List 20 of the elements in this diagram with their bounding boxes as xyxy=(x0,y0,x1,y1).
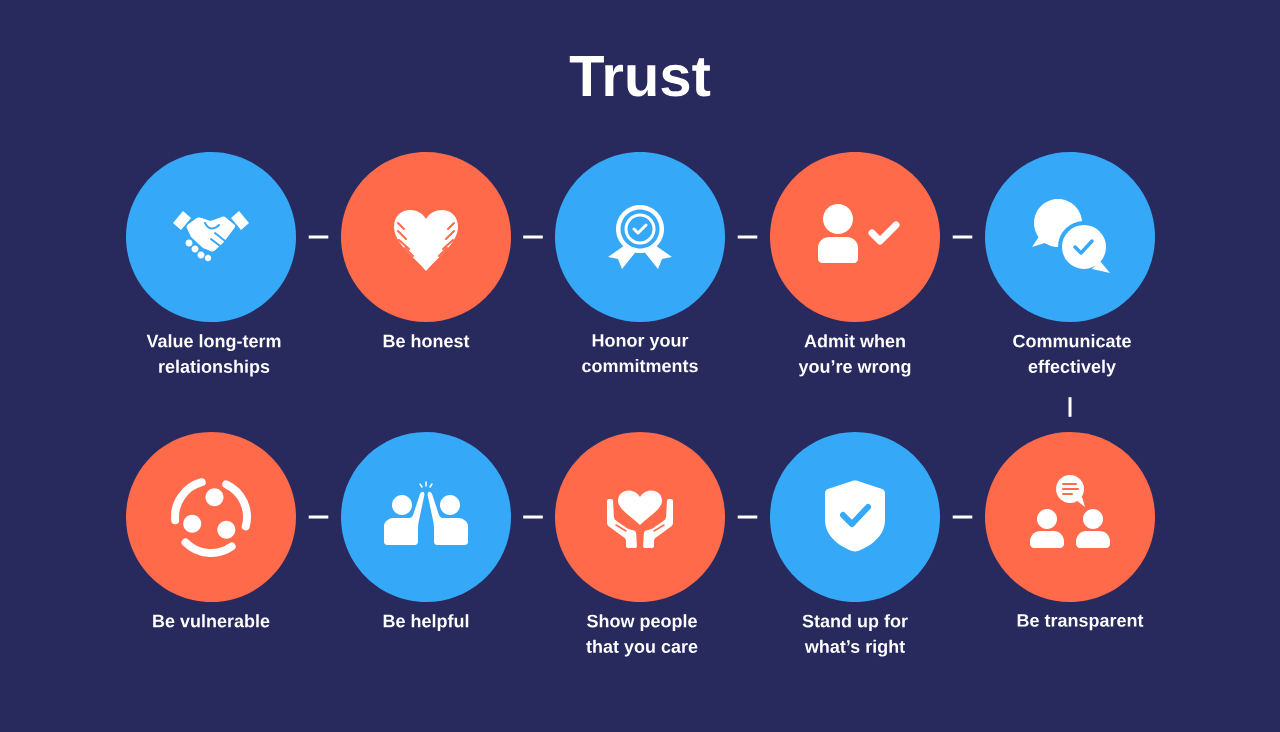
connector xyxy=(952,235,973,239)
step-label: Be transparent xyxy=(1017,614,1144,631)
step-label: Admit when you’re wrong xyxy=(798,334,911,377)
connector xyxy=(737,515,758,519)
connector xyxy=(952,515,973,519)
step-label: Show people that you care xyxy=(586,614,698,657)
step-label: Be honest xyxy=(383,334,470,348)
step-label: Value long-term relationships xyxy=(146,334,281,377)
step-label: Be vulnerable xyxy=(153,614,270,628)
step-label: Stand up for what’s right xyxy=(802,614,908,657)
step-label: Honor your commitments xyxy=(582,334,698,373)
connector xyxy=(308,515,329,519)
step-label: Communicate effectively xyxy=(1013,334,1131,377)
connector xyxy=(1068,397,1072,417)
step-label: Be helpful xyxy=(383,614,469,631)
connector xyxy=(523,515,543,519)
title: Trust xyxy=(569,56,711,97)
connector xyxy=(523,235,543,239)
connector xyxy=(308,235,329,239)
connector xyxy=(737,235,758,239)
